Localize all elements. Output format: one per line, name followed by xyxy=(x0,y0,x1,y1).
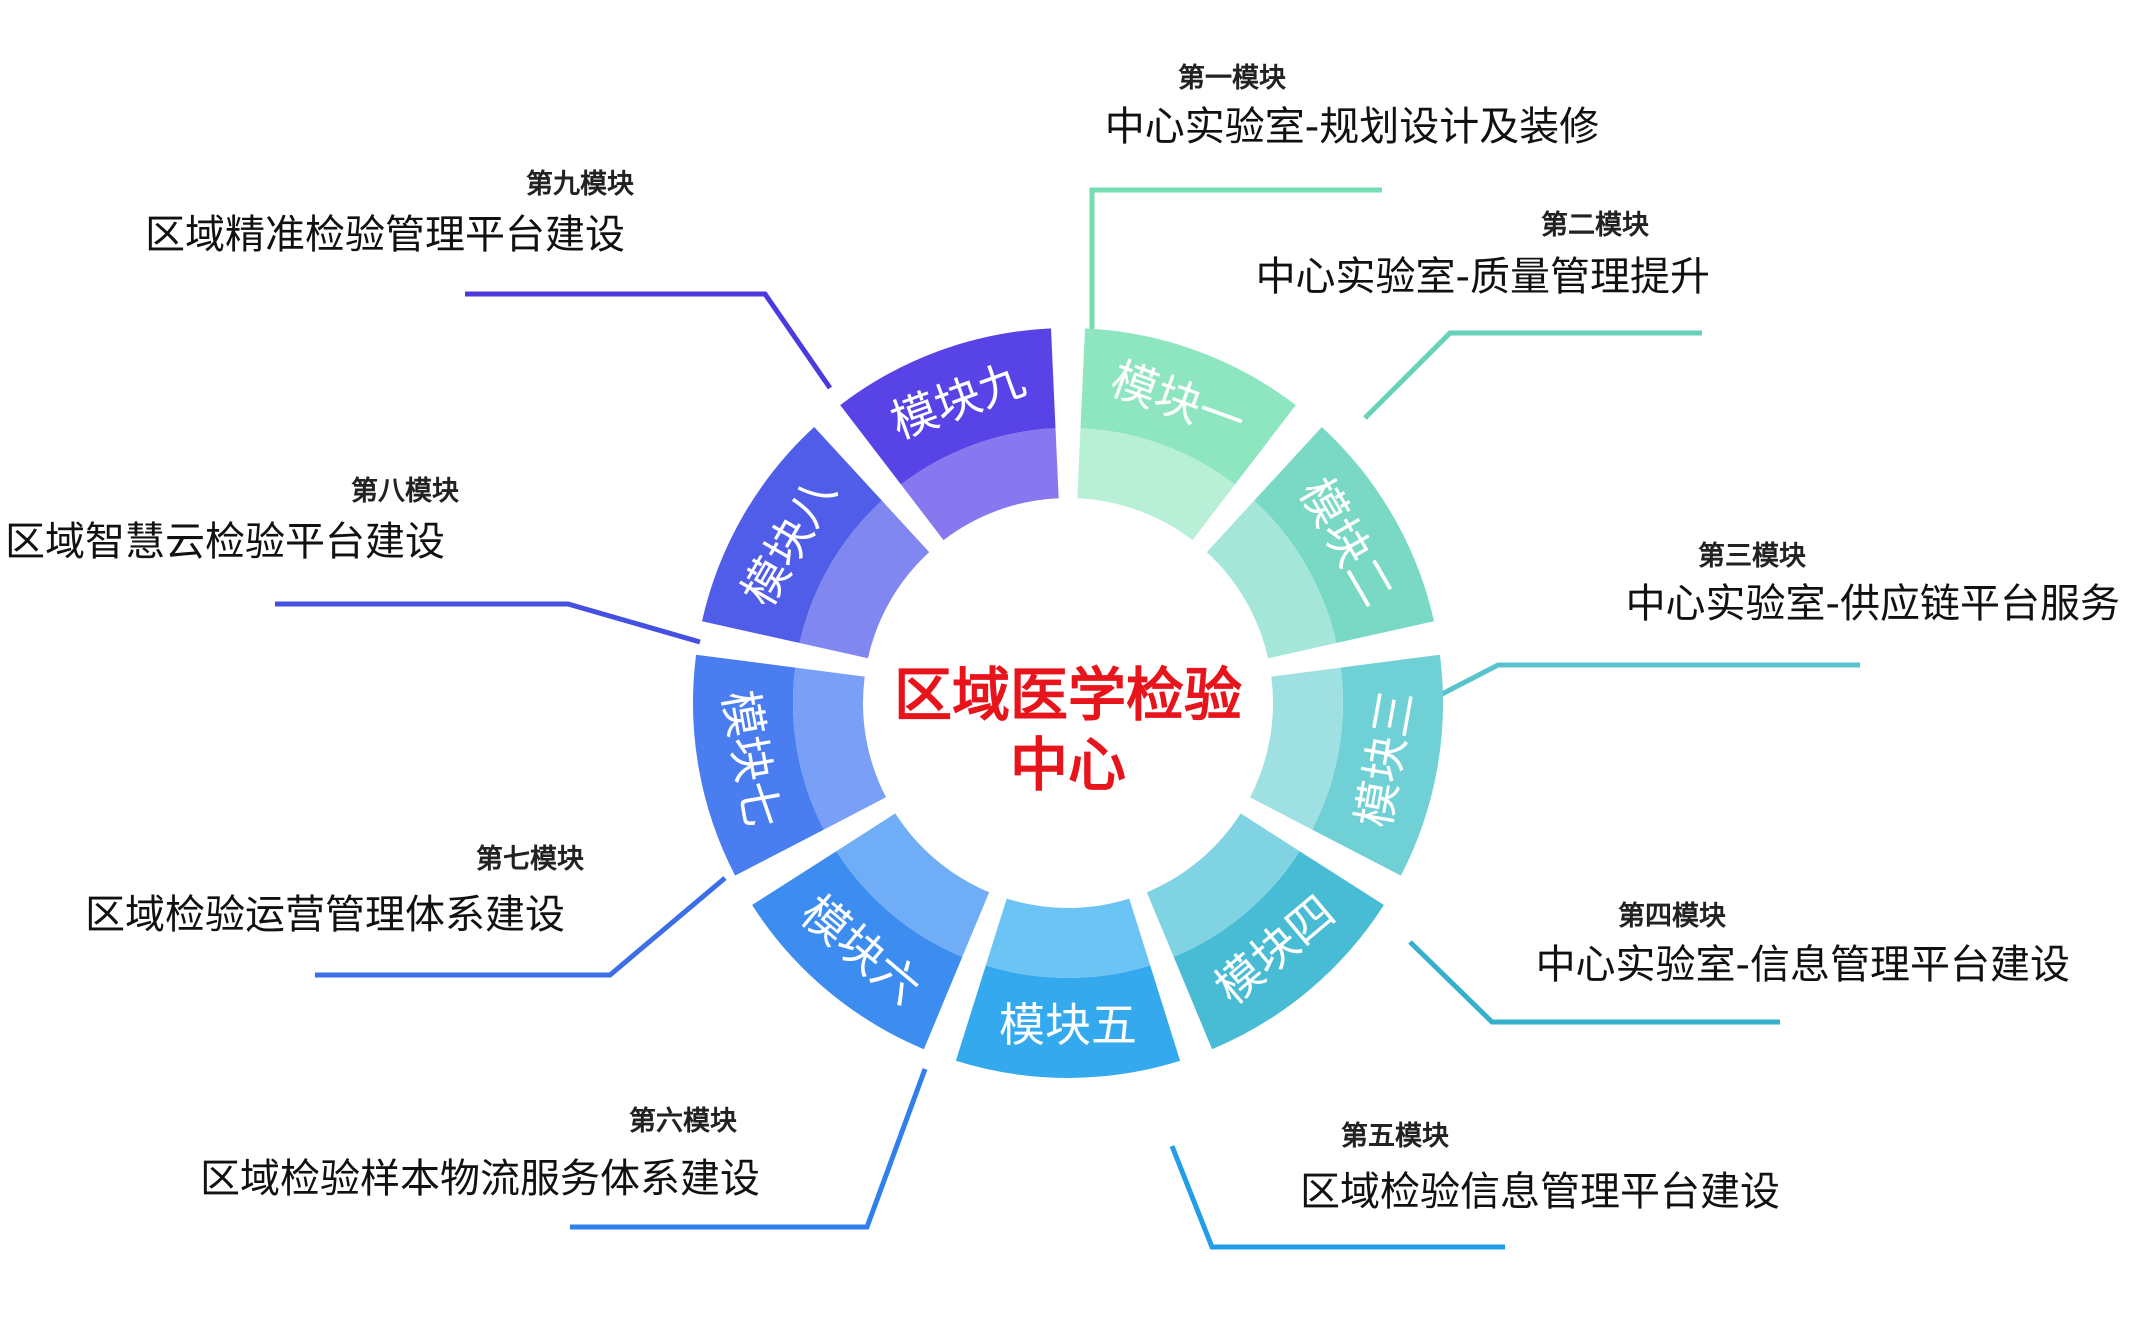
segment-outer-9 xyxy=(840,328,1056,485)
segment-outer-1 xyxy=(1080,328,1296,485)
segment-inner-6 xyxy=(836,813,990,957)
segment-inner-9 xyxy=(901,428,1059,541)
center-label: 区域医学检验 中心 xyxy=(894,661,1242,799)
connector-lines xyxy=(275,187,1860,1250)
module-title-9: 区域精准检验管理平台建设 xyxy=(145,212,625,258)
segment-module-6[interactable]: 模块六 xyxy=(752,813,990,1050)
segment-outer-2 xyxy=(1254,427,1434,643)
module-number-label-4: 第四模块 xyxy=(1618,900,1727,932)
module-number-label-6: 第六模块 xyxy=(629,1105,738,1137)
segment-outer-8 xyxy=(702,427,882,643)
connector-line-6 xyxy=(570,1068,928,1230)
segment-module-5[interactable]: 模块五 xyxy=(955,898,1181,1078)
module-title-3: 中心实验室-供应链平台服务 xyxy=(1626,581,2120,627)
connector-line-1 xyxy=(1089,187,1382,363)
module-title-8: 区域智慧云检验平台建设 xyxy=(5,519,445,565)
module-title-5: 区域检验信息管理平台建设 xyxy=(1300,1169,1780,1215)
module-number-label-8: 第八模块 xyxy=(351,475,460,507)
segment-outer-4 xyxy=(1173,851,1384,1050)
segment-inner-2 xyxy=(1206,500,1337,659)
connector-line-4 xyxy=(1408,940,1780,1025)
connector-line-3 xyxy=(1440,662,1860,697)
segment-inner-4 xyxy=(1146,813,1300,957)
segment-inner-3 xyxy=(1250,667,1343,830)
segment-module-3[interactable]: 模块三 xyxy=(1250,654,1444,876)
connector-line-2 xyxy=(1363,330,1702,420)
module-captions: 第一模块中心实验室-规划设计及装修第二模块中心实验室-质量管理提升第三模块中心实… xyxy=(5,62,2120,1215)
module-number-label-9: 第九模块 xyxy=(526,168,635,200)
segment-inner-7 xyxy=(793,667,886,830)
module-title-4: 中心实验室-信息管理平台建设 xyxy=(1536,942,2070,988)
connector-line-9 xyxy=(465,291,833,390)
segment-inner-1 xyxy=(1077,428,1235,541)
segment-module-8[interactable]: 模块八 xyxy=(702,427,930,659)
segment-inner-8 xyxy=(799,500,930,659)
segment-module-7[interactable]: 模块七 xyxy=(692,654,886,876)
module-title-7: 区域检验运营管理体系建设 xyxy=(85,892,565,938)
segment-module-4[interactable]: 模块四 xyxy=(1146,813,1384,1050)
module-title-2: 中心实验室-质量管理提升 xyxy=(1256,254,1710,300)
segment-outer-6 xyxy=(752,851,963,1050)
segment-module-1[interactable]: 模块一 xyxy=(1077,328,1296,541)
connector-line-5 xyxy=(1169,1145,1505,1250)
segment-outer-3 xyxy=(1312,654,1444,876)
module-title-6: 区域检验样本物流服务体系建设 xyxy=(200,1156,760,1202)
segment-inner-5 xyxy=(985,898,1151,978)
module-number-label-7: 第七模块 xyxy=(476,843,585,875)
module-number-label-1: 第一模块 xyxy=(1178,62,1287,94)
connector-line-8 xyxy=(275,601,701,645)
module-number-label-3: 第三模块 xyxy=(1698,540,1807,572)
segment-outer-5 xyxy=(955,965,1181,1078)
module-title-1: 中心实验室-规划设计及装修 xyxy=(1105,104,1599,150)
segment-label-5: 模块五 xyxy=(999,998,1137,1052)
module-number-label-5: 第五模块 xyxy=(1341,1120,1450,1152)
segment-outer-7 xyxy=(692,654,824,876)
module-number-label-2: 第二模块 xyxy=(1541,209,1650,241)
segment-module-9[interactable]: 模块九 xyxy=(840,328,1059,541)
connector-line-7 xyxy=(315,876,727,978)
center-title-line1: 区域医学检验 xyxy=(894,661,1242,729)
center-title-line2: 中心 xyxy=(1010,731,1126,799)
